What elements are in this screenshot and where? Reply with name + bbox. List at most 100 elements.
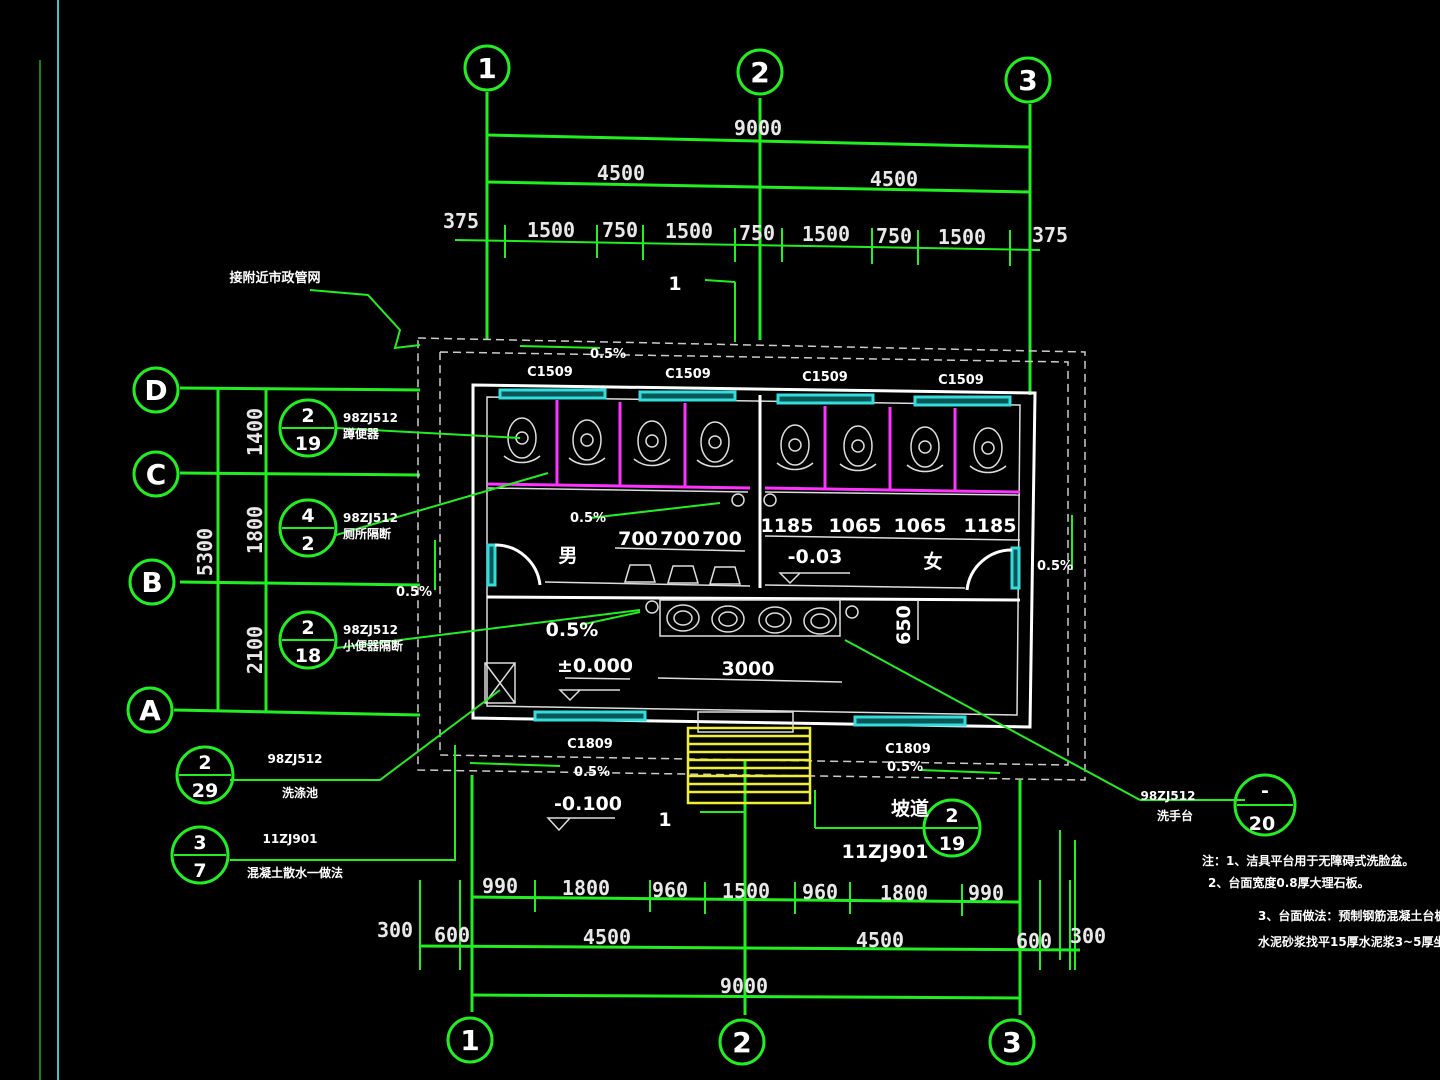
dim-female-stall: 1185 xyxy=(761,515,814,537)
dim-left-overall: 5300 xyxy=(193,528,217,576)
axis-label-bottom-2: 2 xyxy=(732,1026,751,1059)
window-label-bottom: C1809 xyxy=(885,742,931,757)
axis-label-bottom-1: 1 xyxy=(460,1024,479,1057)
axis-label-top-3: 3 xyxy=(1018,64,1037,97)
ramp-code: 11ZJ901 xyxy=(842,841,929,863)
window-label-top: C1509 xyxy=(527,365,573,380)
slope-label: 0.5% xyxy=(570,511,606,526)
dim-female-stall: 1065 xyxy=(894,515,947,537)
axis-label-left-B: B xyxy=(141,566,162,599)
axis-bubble-bottom-3 xyxy=(988,1018,1036,1066)
leader-lines xyxy=(230,279,1245,970)
axis-label-bottom-3: 3 xyxy=(1002,1026,1021,1059)
detail-callout-bubble xyxy=(170,825,230,885)
axis-bubble-top-1 xyxy=(463,44,511,92)
entry-ramp xyxy=(686,726,812,805)
dim-basin-length: 3000 xyxy=(722,658,775,680)
dim-top-segment: 750 xyxy=(602,218,638,242)
ramp-callout-number: 2 xyxy=(945,805,958,827)
dim-bottom-segment: 990 xyxy=(482,874,518,898)
axis-bubble-bottom-1 xyxy=(446,1016,494,1064)
axis-bubble-bottom-2 xyxy=(718,1018,766,1066)
detail-callout-code: 98ZJ512 xyxy=(268,752,323,766)
detail-callout-sheet: 19 xyxy=(295,433,321,455)
axis-bubble-left-B xyxy=(128,558,176,606)
dim-basin-depth: 650 xyxy=(893,605,915,645)
urinal-fixtures xyxy=(623,564,742,585)
detail-callout-number: 2 xyxy=(198,752,211,774)
dim-bottom-half: 4500 xyxy=(583,925,631,949)
detail-callout-number: 4 xyxy=(301,505,314,527)
wash-basins xyxy=(666,604,837,635)
dim-top-half: 4500 xyxy=(870,167,918,191)
floor-drains xyxy=(645,493,859,619)
section-mark: 1 xyxy=(668,273,681,295)
detail-callout-code: 98ZJ512 xyxy=(343,411,398,425)
dim-bottom-overall: 9000 xyxy=(720,974,768,998)
dim-top-half: 4500 xyxy=(597,161,645,185)
slope-label: 0.5% xyxy=(574,765,610,780)
axis-bubble-left-D xyxy=(132,366,180,414)
left-dimension-lines xyxy=(216,388,268,712)
section-mark: 1 xyxy=(658,809,671,831)
dim-left-segment: 1400 xyxy=(243,408,267,456)
detail-callout-number: 2 xyxy=(301,617,314,639)
detail-callout-number: 3 xyxy=(193,832,206,854)
window-label-top: C1509 xyxy=(938,373,984,388)
right-callout-desc: 洗手台 xyxy=(1157,808,1193,823)
window-label-top: C1509 xyxy=(665,367,711,382)
ramp-callout-sheet: 19 xyxy=(939,833,965,855)
dim-urinal-spacing: 700 xyxy=(660,528,700,550)
axis-label-left-A: A xyxy=(139,694,161,727)
dim-top-segment: 1500 xyxy=(527,218,575,242)
detail-callout-desc: 小便器隔断 xyxy=(343,638,403,653)
doors xyxy=(494,543,1013,591)
dim-bottom-half: 600 xyxy=(1016,929,1052,953)
right-callout-bubble xyxy=(1233,773,1297,837)
detail-callout-bubble xyxy=(278,498,338,558)
right-callout-sheet: 20 xyxy=(1249,813,1275,835)
windows xyxy=(486,388,1021,727)
dim-top-segment: 1500 xyxy=(938,225,986,249)
design-note-line: 注：1、洁具平台用于无障碍式洗脸盆。 xyxy=(1202,853,1414,868)
slope-label: 0.5% xyxy=(396,585,432,600)
slope-label: 0.5% xyxy=(590,347,626,362)
axis-label-left-D: D xyxy=(144,374,167,407)
axis-bubble-top-3 xyxy=(1004,56,1052,104)
toilet-fixtures xyxy=(503,417,1007,474)
axis-bubble-top-2 xyxy=(736,48,784,96)
dim-top-segment: 375 xyxy=(443,209,479,233)
dim-top-segment: 750 xyxy=(739,221,775,245)
room-label-women: 女 xyxy=(923,550,942,573)
right-callout-code: 98ZJ512 xyxy=(1141,789,1196,803)
building-walls xyxy=(471,383,1037,733)
detail-callout-desc: 蹲便器 xyxy=(343,426,380,441)
dim-top-segment: 1500 xyxy=(802,222,850,246)
room-label-men: 男 xyxy=(558,545,577,567)
dim-bottom-segment: 990 xyxy=(968,881,1004,905)
window-label-top: C1509 xyxy=(802,370,848,385)
detail-callout-sheet: 29 xyxy=(192,780,218,802)
detail-callout-desc: 厕所隔断 xyxy=(343,526,391,541)
detail-callout-bubble xyxy=(278,398,338,458)
design-note-line: 2、台面宽度0.8厚大理石板。 xyxy=(1208,875,1370,890)
elevation-markers xyxy=(546,572,850,832)
detail-callout-sheet: 18 xyxy=(295,645,321,667)
dim-top-segment: 750 xyxy=(876,224,912,248)
dim-bottom-half: 300 xyxy=(1070,924,1106,948)
axis-label-left-C: C xyxy=(146,458,167,491)
detail-callout-code: 98ZJ512 xyxy=(343,511,398,525)
level-female: -0.03 xyxy=(788,546,843,568)
dim-top-overall: 9000 xyxy=(734,116,782,140)
bottom-dimension-lines xyxy=(419,880,1081,1000)
dim-female-stall: 1185 xyxy=(964,515,1017,537)
detail-callout-sheet: 2 xyxy=(301,533,314,555)
dim-left-segment: 2100 xyxy=(243,626,267,674)
dim-bottom-segment: 960 xyxy=(652,878,688,902)
dim-bottom-half: 600 xyxy=(434,923,470,947)
dim-urinal-spacing: 700 xyxy=(702,528,742,550)
detail-callout-bubble xyxy=(175,745,235,805)
dim-bottom-half: 300 xyxy=(377,918,413,942)
detail-callout-number: 2 xyxy=(301,405,314,427)
